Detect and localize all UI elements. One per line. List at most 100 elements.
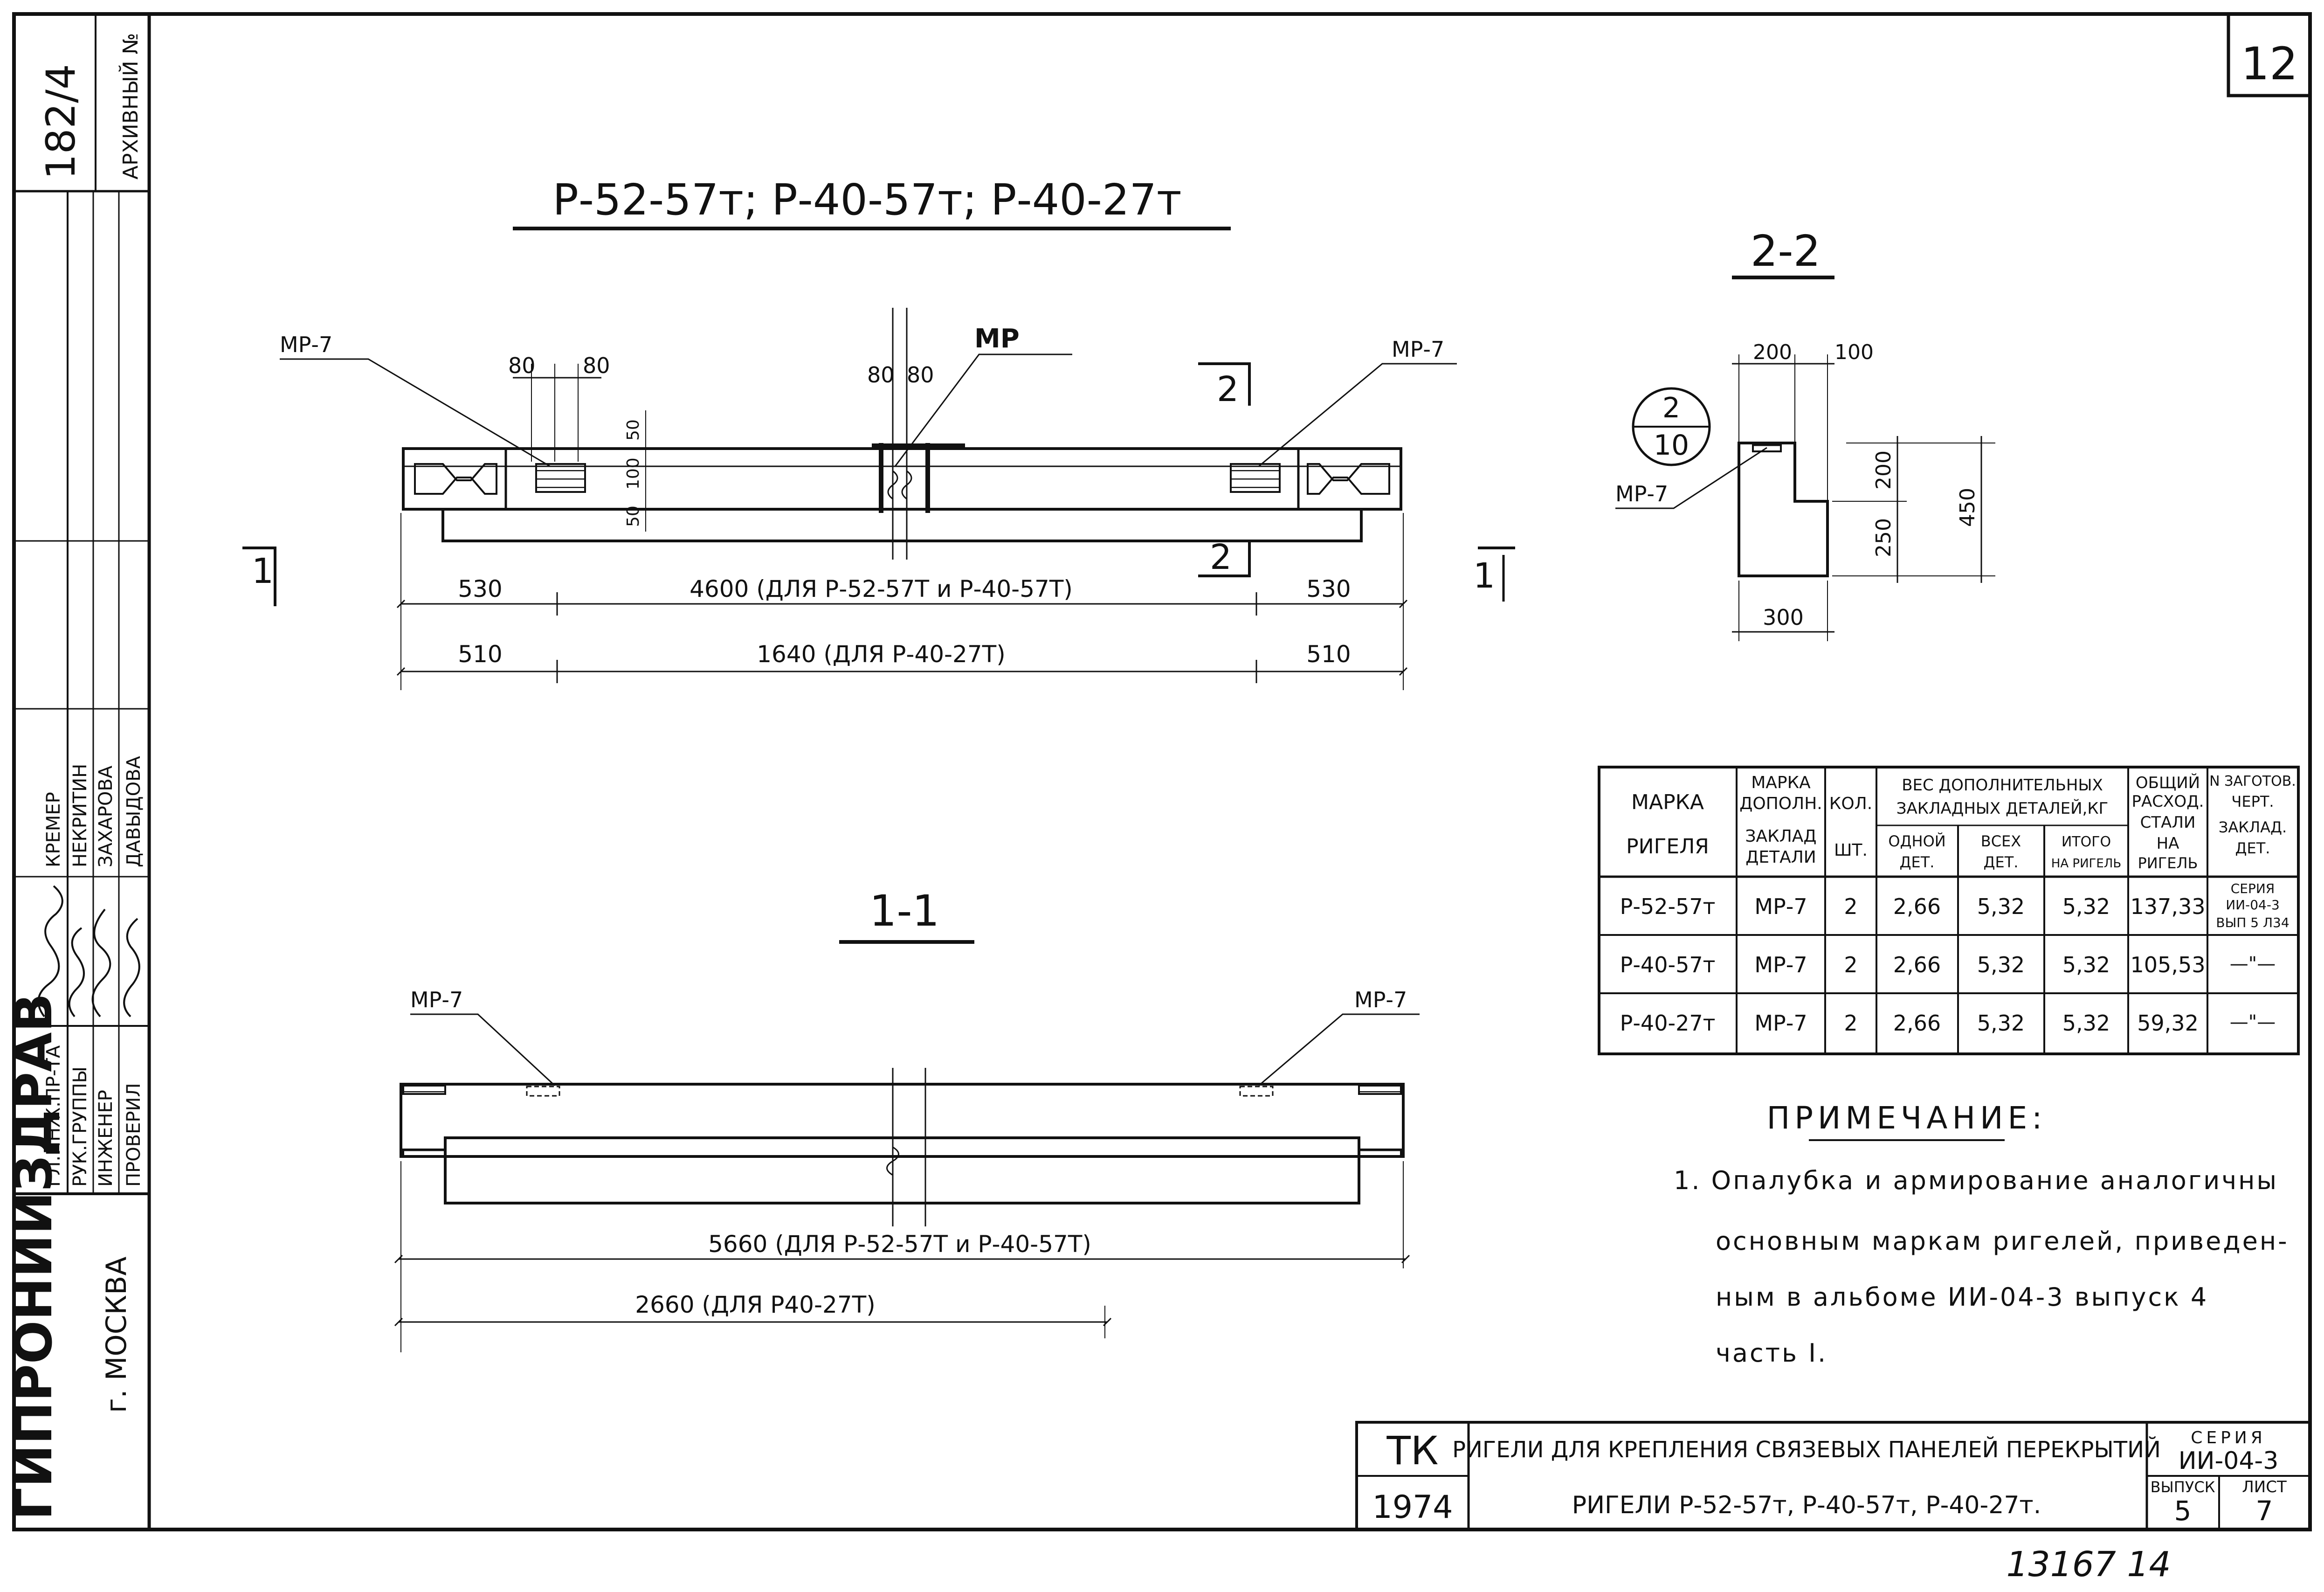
th-ves-2: ЗАКЛАДНЫХ ДЕТАЛЕЙ,КГ <box>1896 799 2108 818</box>
org-name: ГИПРОНИИЗДРАВ <box>4 993 63 1520</box>
th-itogo-1: ИТОГО <box>2062 834 2111 850</box>
th-vseh-1: ВСЕХ <box>1981 832 2021 850</box>
name-2: НЕКРИТИН <box>69 764 91 867</box>
table-cell: МР-7 <box>1754 1011 1807 1036</box>
elev-mp7-left: МР-7 <box>280 332 332 357</box>
section22-dim-200-side: 200 <box>1872 450 1896 490</box>
table-cell: 2 <box>1844 894 1857 919</box>
section11-dim-2660: 2660 (ДЛЯ Р40-27Т) <box>635 1291 875 1318</box>
th-odnoy-2: ДЕТ. <box>1900 853 1935 871</box>
section22-callout-top: 2 <box>1662 392 1680 424</box>
th-odnoy-1: ОДНОЙ <box>1888 832 1945 850</box>
elevation-view: МР-7 МР-7 МР 80 80 80 80 50 100 50 2 2 1… <box>242 308 1515 690</box>
dim-100: 100 <box>624 457 643 490</box>
archive-number: 182/4 <box>38 64 84 180</box>
table-cell: 2 <box>1844 1011 1857 1036</box>
table-cell: 2 <box>1844 952 1857 977</box>
th-nzag-1: N ЗАГОТОВ. <box>2209 773 2296 789</box>
table-cell: 105,53 <box>2131 952 2206 977</box>
cut2-bottom: 2 <box>1210 537 1232 577</box>
table-cell: 2,66 <box>1893 894 1941 919</box>
steel-table: МАРКА РИГЕЛЯ МАРКА ДОПОЛН. ЗАКЛАД ДЕТАЛИ… <box>1598 766 2300 1055</box>
table-row-1: Р-52-57т МР-7 2 2,66 5,32 5,32 137,33 СЕ… <box>1620 881 2290 930</box>
table-row-3: Р-40-27т МР-7 2 2,66 5,32 5,32 59,32 —"— <box>1620 1011 2276 1036</box>
dim-80-c: 80 <box>867 362 895 388</box>
name-3: ЗАХАРОВА <box>95 765 117 867</box>
table-cell: Р-52-57т <box>1620 894 1716 919</box>
name-1: КРЕМЕР <box>43 792 64 867</box>
th-obsh-3: СТАЛИ <box>2140 813 2196 832</box>
th-nzag-3: ЗАКЛАД. <box>2219 818 2287 836</box>
th-kol-1: КОЛ. <box>1829 794 1872 813</box>
table-cell: МР-7 <box>1754 894 1807 919</box>
stamp-vypusk-value: 5 <box>2174 1495 2192 1527</box>
table-cell: 137,33 <box>2131 894 2206 919</box>
cut1-left: 1 <box>252 551 274 591</box>
table-cell: —"— <box>2230 953 2276 975</box>
sheet-number-box: 12 <box>2227 14 2310 97</box>
main-title-group: Р-52-57т; Р-40-57т; Р-40-27т <box>513 175 1231 230</box>
note-line-2: основным маркам ригелей, приведен- <box>1716 1226 2289 1256</box>
th-vseh-2: ДЕТ. <box>1984 853 2019 871</box>
table-cell: 5,32 <box>2062 1011 2110 1036</box>
stamp-seria-label: СЕРИЯ <box>2191 1428 2266 1447</box>
section22-callout-bottom: 10 <box>1654 429 1689 462</box>
note-line-3: ным в альбоме ИИ-04-3 выпуск 4 <box>1716 1282 2208 1312</box>
stamp-seria-value: ИИ-04-3 <box>2179 1447 2279 1475</box>
elev-mp7-right: МР-7 <box>1392 337 1444 362</box>
th-kol-2: ШТ. <box>1834 841 1868 860</box>
table-cell: 2,66 <box>1893 952 1941 977</box>
note-line-1: 1. Опалубка и армирование аналогичны <box>1674 1166 2278 1195</box>
section-2-2: 2-2 2 10 200 100 МР-7 200 250 450 300 <box>1615 226 1995 641</box>
role-4: ПРОВЕРИЛ <box>123 1083 145 1187</box>
dim-80-b: 80 <box>583 353 610 378</box>
stamp-vypusk-label: ВЫПУСК <box>2151 1478 2215 1496</box>
stamp-list-value: 7 <box>2256 1495 2273 1527</box>
table-cell: 59,32 <box>2137 1011 2199 1036</box>
note-title: ПРИМЕЧАНИЕ: <box>1767 1100 2047 1136</box>
section22-dim-300: 300 <box>1763 605 1804 630</box>
dim-80-d: 80 <box>907 362 934 388</box>
th-obsh-2: РАСХОД. <box>2132 792 2204 811</box>
th-itogo-2: НА РИГЕЛЬ <box>2051 857 2121 871</box>
dim-50-b: 50 <box>624 505 643 527</box>
table-cell: ВЫП 5 Л34 <box>2216 915 2289 930</box>
table-cell: 5,32 <box>1977 1011 2025 1036</box>
table-cell: МР-7 <box>1754 952 1807 977</box>
th-dop-4: ДЕТАЛИ <box>1745 848 1816 867</box>
th-obsh-5: РИГЕЛЬ <box>2138 854 2198 872</box>
stamp-tk: ТК <box>1386 1428 1439 1474</box>
signatures <box>37 885 140 1017</box>
section11-dim-5660: 5660 (ДЛЯ Р-52-57Т и Р-40-57Т) <box>708 1231 1091 1258</box>
note-block: ПРИМЕЧАНИЕ: 1. Опалубка и армирование ан… <box>1674 1100 2289 1368</box>
org-city: г. МОСКВА <box>100 1257 133 1413</box>
sheet-frame <box>12 12 2312 1531</box>
section22-dim-250: 250 <box>1872 518 1896 557</box>
plate-left <box>535 463 586 493</box>
role-1: ГЛ.ИНЖ.ПР-ТА <box>43 1045 64 1187</box>
role-2: РУК.ГРУППЫ <box>69 1066 91 1187</box>
table-cell: 2,66 <box>1893 1011 1941 1036</box>
sheet-number: 12 <box>2241 38 2298 90</box>
th-nzag-4: ДЕТ. <box>2235 839 2270 857</box>
th-nzag-2: ЧЕРТ. <box>2231 793 2274 810</box>
table-cell: ИИ-04-3 <box>2226 897 2280 913</box>
stamp-title-1: РИГЕЛИ ДЛЯ КРЕПЛЕНИЯ СВЯЗЕВЫХ ПАНЕЛЕЙ ПЕ… <box>1452 1436 2161 1463</box>
cut1-right: 1 <box>1473 556 1495 596</box>
th-marka-1: МАРКА <box>1631 790 1704 814</box>
section11-mp7-left: МР-7 <box>410 987 463 1012</box>
table-cell: 5,32 <box>2062 952 2110 977</box>
table-cell: 5,32 <box>2062 894 2110 919</box>
stamp-list-label: ЛИСТ <box>2242 1478 2287 1496</box>
th-dop-2: ДОПОЛН. <box>1739 794 1822 813</box>
section22-dim-200-top: 200 <box>1753 340 1792 364</box>
section22-dim-100-top: 100 <box>1834 340 1874 364</box>
table-cell: —"— <box>2230 1011 2276 1033</box>
name-4: ДАВЫДОВА <box>123 755 145 867</box>
archive-label: АРХИВНЫЙ № <box>118 33 143 180</box>
bottom-note: 13167 14 <box>2006 1544 2171 1585</box>
elev-mp-center: МР <box>974 324 1020 354</box>
role-3: ИНЖЕНЕР <box>95 1090 117 1187</box>
dim-row2-right: 510 <box>1306 641 1351 668</box>
